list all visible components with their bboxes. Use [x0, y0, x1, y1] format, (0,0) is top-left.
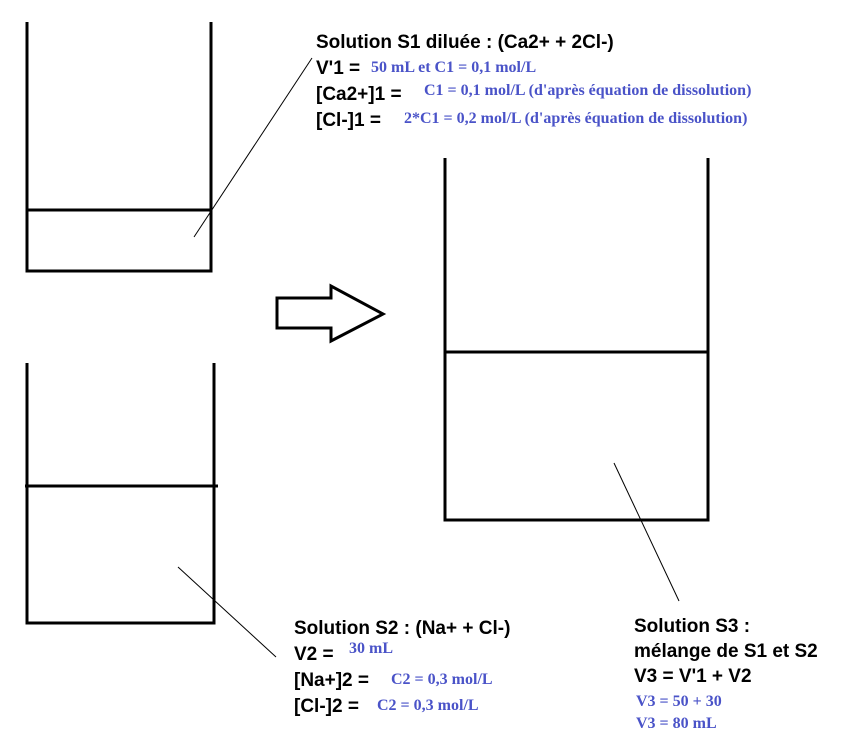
s1-chloride-label: [Cl-]1 = — [316, 110, 381, 131]
s2-pointer-line — [177, 566, 277, 658]
s3-pointer-line — [613, 462, 680, 602]
mixing-arrow — [275, 283, 387, 344]
s2-sodium-value: C2 = 0,3 mol/L — [391, 671, 493, 688]
beaker-s3-outline — [443, 158, 710, 522]
s3-volume-result: V3 = 80 mL — [636, 715, 717, 732]
s1-title: Solution S1 diluée : (Ca2+ + 2Cl-) — [316, 32, 614, 53]
s1-pointer-line — [193, 57, 313, 238]
s1-chloride-value: 2*C1 = 0,2 mol/L (d'après équation de di… — [404, 110, 748, 127]
s1-calcium-label: [Ca2+]1 = — [316, 84, 402, 105]
s2-title: Solution S2 : (Na+ + Cl-) — [294, 618, 511, 639]
s3-title-line2: mélange de S1 et S2 — [634, 641, 818, 662]
s1-volume-label: V'1 = — [316, 58, 361, 79]
s3-volume-formula: V3 = V'1 + V2 — [634, 666, 752, 687]
s2-sodium-label: [Na+]2 = — [294, 670, 369, 691]
beaker-s2-outline — [25, 363, 216, 625]
s2-chloride-label: [Cl-]2 = — [294, 696, 359, 717]
s2-volume-label: V2 = — [294, 644, 334, 665]
beaker-s1 — [25, 22, 213, 273]
s1-volume-value: 50 mL et C1 = 0,1 mol/L — [371, 59, 537, 76]
s3-volume-calc: V3 = 50 + 30 — [636, 693, 722, 710]
beaker-s3 — [443, 158, 710, 522]
s3-title-line1: Solution S3 : — [634, 616, 751, 637]
s2-chloride-value: C2 = 0,3 mol/L — [377, 697, 479, 714]
s2-volume-value: 30 mL — [349, 640, 393, 657]
beaker-s2 — [25, 363, 218, 625]
s1-calcium-value: C1 = 0,1 mol/L (d'après équation de diss… — [424, 82, 752, 99]
beaker-s1-outline — [25, 22, 213, 273]
